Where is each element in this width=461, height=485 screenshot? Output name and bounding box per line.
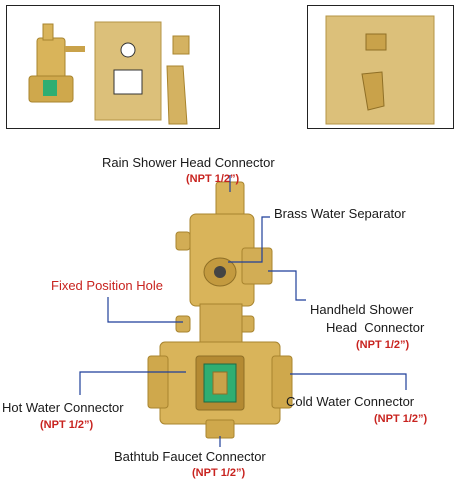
handheld-connector-label-line1: Handheld Shower bbox=[310, 302, 414, 317]
handheld-outlet bbox=[241, 247, 273, 285]
tub-connector-spec: (NPT 1/2”) bbox=[192, 467, 246, 479]
rain-connector-label: Rain Shower Head Connector bbox=[102, 155, 275, 170]
handheld-connector-label-line2: Head Connector bbox=[326, 320, 425, 335]
rain-connector-spec: (NPT 1/2”) bbox=[186, 173, 240, 185]
separator-label: Brass Water Separator bbox=[274, 206, 406, 221]
product-photo-installed-trim bbox=[307, 5, 454, 129]
valve-trim-illustration bbox=[28, 21, 190, 125]
cold-connector-label: Cold Water Connector bbox=[286, 394, 415, 409]
leader-separator bbox=[228, 216, 270, 263]
hot-connector-spec: (NPT 1/2”) bbox=[40, 419, 94, 431]
tub-connector-label: Bathtub Faucet Connector bbox=[114, 449, 266, 464]
separator-stem-center bbox=[214, 266, 226, 278]
cold-connector-spec: (NPT 1/2”) bbox=[374, 413, 428, 425]
product-photo-valve-and-trim bbox=[6, 5, 220, 129]
tub-outlet bbox=[205, 419, 235, 439]
hot-connector-label: Hot Water Connector bbox=[2, 400, 124, 415]
leader-hot bbox=[79, 371, 186, 395]
valve-neck bbox=[199, 303, 243, 347]
fixed-hole-label: Fixed Position Hole bbox=[51, 278, 163, 293]
leader-fixed-hole bbox=[107, 297, 183, 323]
cold-inlet bbox=[271, 355, 293, 409]
leader-handheld bbox=[268, 270, 306, 301]
mounting-tab-upper-left bbox=[175, 231, 191, 251]
cartridge-stem bbox=[212, 371, 228, 395]
handheld-connector-spec: (NPT 1/2”) bbox=[356, 339, 410, 351]
mounting-tab-lower-left bbox=[175, 315, 191, 333]
hot-inlet bbox=[147, 355, 169, 409]
leader-cold bbox=[290, 373, 407, 390]
installed-trim-illustration bbox=[325, 15, 435, 125]
